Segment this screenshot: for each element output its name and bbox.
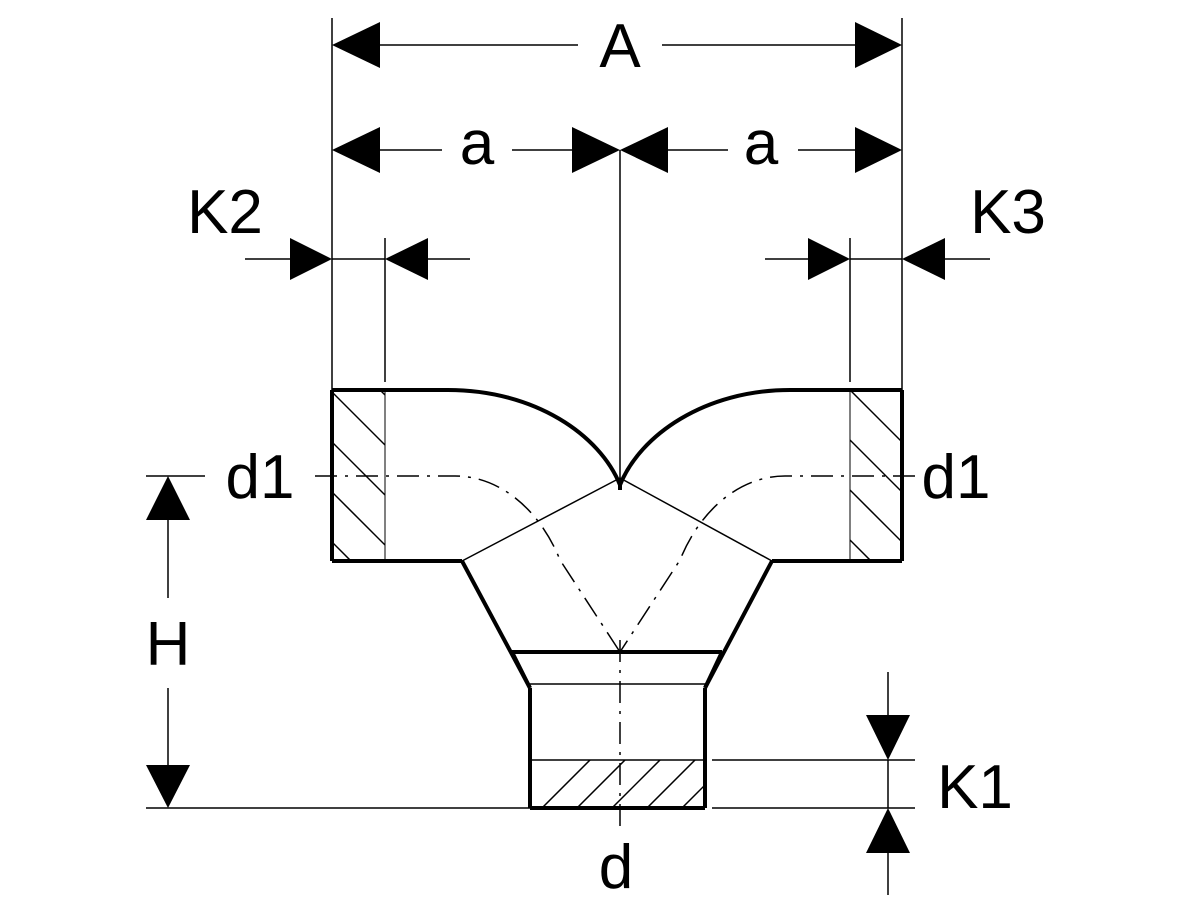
arrowhead: [866, 715, 910, 760]
left-inner-taper: [510, 651, 532, 689]
left-socket-hatch: [332, 390, 385, 561]
label-socket-depth-bottom: K1: [937, 753, 1013, 822]
label-diameter-bottom: d: [599, 833, 633, 900]
arrowhead: [332, 127, 380, 173]
internal-lines: [384, 390, 851, 761]
right-arm-centerline: [619, 475, 915, 653]
arrowhead: [855, 22, 902, 68]
label-diameter-right: d1: [922, 443, 991, 512]
extension-lines: [146, 18, 915, 809]
left-arm-centerline: [315, 475, 621, 653]
dimension-a-overall: [332, 22, 902, 68]
fitting-outline: [330, 388, 904, 810]
label-overall-width: A: [599, 12, 641, 81]
label-diameter-left: d1: [226, 443, 295, 512]
arrowhead: [902, 238, 945, 280]
center-lines: [315, 475, 915, 830]
label-height: H: [146, 610, 191, 679]
left-arm-outline: [332, 388, 622, 490]
label-half-width-left: a: [460, 109, 495, 178]
label-socket-depth-left: K2: [187, 178, 263, 247]
dimension-k2: [245, 238, 470, 280]
arrowhead: [620, 127, 668, 173]
bottom-socket-hatch: [540, 760, 705, 808]
arrowhead: [290, 238, 332, 280]
left-inner-seam: [461, 477, 621, 562]
dimension-h: [146, 476, 190, 808]
arrowhead: [146, 476, 190, 520]
dimension-k3: [765, 238, 990, 280]
arrowhead: [866, 808, 910, 853]
right-arm-outline: [618, 388, 902, 486]
label-socket-depth-right: K3: [970, 178, 1046, 247]
label-half-width-right: a: [744, 109, 779, 178]
arrowhead: [146, 765, 190, 808]
arrowhead: [572, 127, 620, 173]
right-inner-seam: [619, 477, 773, 562]
arrowhead: [808, 238, 850, 280]
arrowhead: [385, 238, 428, 280]
dimension-a-half: [332, 127, 902, 173]
dimension-k1: [866, 672, 910, 895]
arrowhead: [855, 127, 902, 173]
right-socket-hatch: [850, 390, 902, 561]
right-inner-taper: [703, 651, 724, 689]
arrowhead: [332, 22, 380, 68]
